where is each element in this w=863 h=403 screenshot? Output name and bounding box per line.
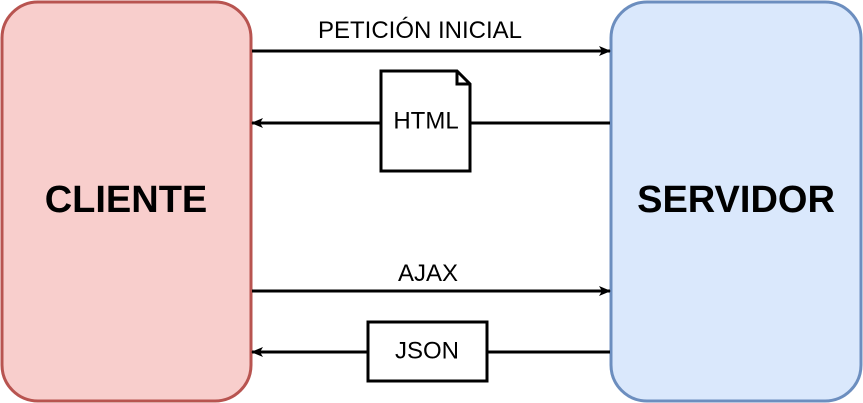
client-box: [0, 0, 253, 403]
html-response-edge: HTML: [251, 69, 610, 173]
html-document-icon: [379, 69, 472, 173]
ajax-request-edge: AJAX: [252, 260, 611, 296]
html-response-label: HTML: [393, 107, 458, 134]
json-response-edge: JSON: [251, 320, 610, 383]
server-box: [609, 0, 863, 403]
json-response-label: JSON: [395, 337, 459, 364]
ajax-request-label: AJAX: [398, 260, 458, 287]
client-label: CLIENTE: [45, 179, 208, 221]
server-node: SERVIDOR: [609, 0, 863, 403]
initial-request-edge: PETICIÓN INICIAL: [252, 17, 611, 56]
json-label-box: [366, 320, 489, 383]
client-node: CLIENTE: [0, 0, 253, 403]
server-label: SERVIDOR: [637, 179, 835, 221]
initial-request-label: PETICIÓN INICIAL: [318, 17, 522, 44]
